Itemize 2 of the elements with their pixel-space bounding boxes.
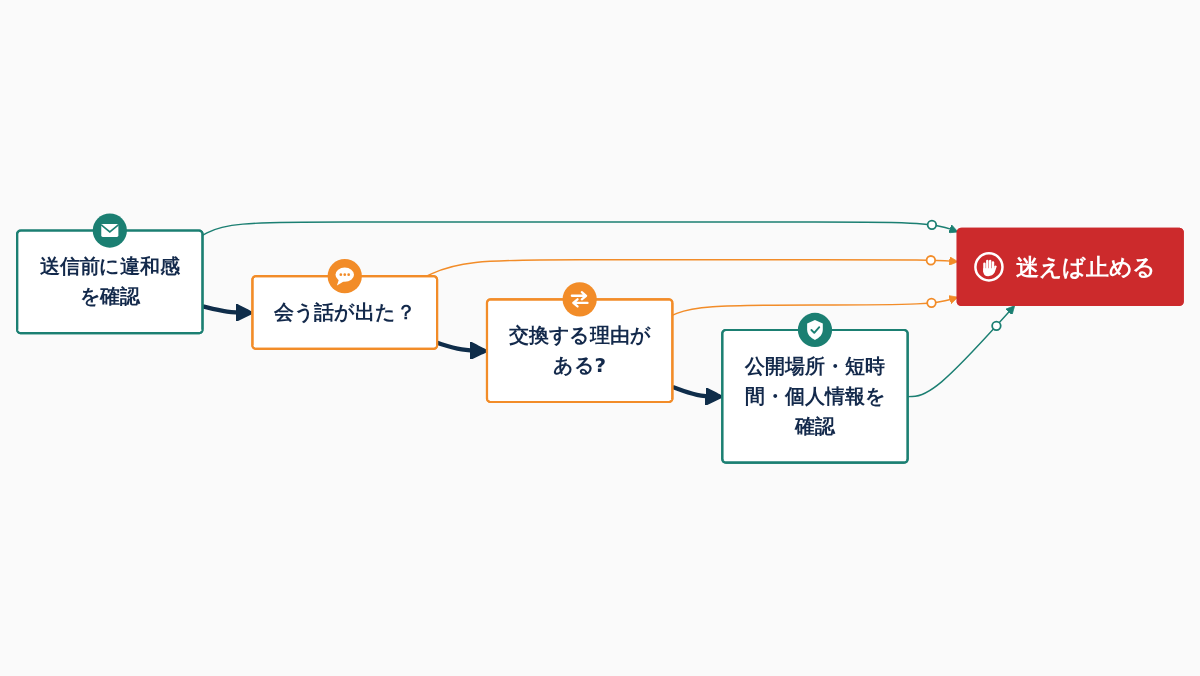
arrow [202, 221, 959, 236]
arrow [907, 305, 1016, 398]
